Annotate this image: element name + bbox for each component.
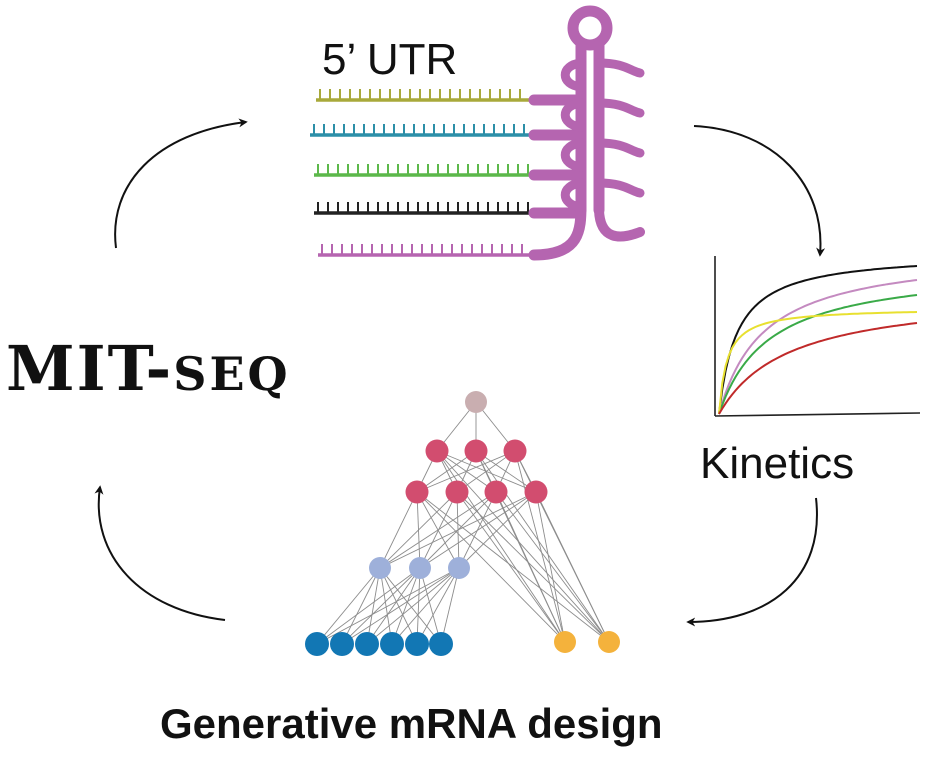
network-node-latent-3 (448, 557, 470, 579)
title-main: MIT- (6, 332, 174, 405)
network-node-condition-1 (554, 631, 576, 653)
utr-strand-2 (310, 124, 581, 141)
kinetics-curve-2 (718, 279, 918, 415)
network-edges (316, 401, 610, 645)
arrow-top-right (693, 125, 826, 257)
network-node-latent-1 (369, 557, 391, 579)
kinetics-curve-1 (718, 265, 918, 415)
title-mit-seq: MIT-SEQ (6, 338, 291, 400)
hairpin-bulge-3 (594, 138, 645, 158)
hairpin-loop (567, 5, 613, 51)
network-node-input-1 (305, 632, 329, 656)
network-node-hidden-b-2 (445, 480, 469, 504)
kinetics-curve-5 (718, 322, 918, 415)
caption-generative-mrna-design: Generative mRNA design (160, 700, 663, 747)
utr-strand-4 (314, 202, 581, 219)
kinetics-plot (714, 256, 921, 417)
network-node-hidden-a-2 (464, 439, 488, 463)
network-node-input-2 (330, 632, 354, 656)
network-node-input-4 (380, 632, 404, 656)
network-node-hidden-a-3 (503, 439, 527, 463)
network-nodes (305, 391, 620, 656)
hairpin-bulges (560, 58, 645, 242)
arrow-bottom-left (94, 485, 226, 621)
network-node-input-6 (429, 632, 453, 656)
network-node-top-1 (465, 391, 487, 413)
utr-label: 5’ UTR (322, 35, 458, 84)
network-node-input-5 (405, 632, 429, 656)
hairpin-bulge-4 (594, 178, 645, 198)
kinetics-label: Kinetics (700, 439, 855, 488)
hairpin-structure (560, 5, 645, 242)
arrow-top-left (114, 118, 248, 249)
hairpin-bulge-1 (594, 58, 645, 78)
arrow-bottom-right (686, 497, 818, 627)
title-small: SEQ (173, 347, 291, 401)
utr-strand-1 (316, 89, 581, 106)
network-node-hidden-a-1 (425, 439, 449, 463)
hairpin-bulge-2 (594, 98, 645, 118)
utr-strands (310, 89, 587, 261)
network-node-hidden-b-1 (405, 480, 429, 504)
kinetics-x-axis (714, 412, 921, 417)
network-node-hidden-b-4 (524, 480, 548, 504)
cycle-arrows (94, 118, 826, 627)
utr-strand-3 (314, 164, 581, 181)
kinetics-curve-4 (718, 311, 918, 415)
network-node-hidden-b-3 (484, 480, 508, 504)
network-node-latent-2 (409, 557, 431, 579)
network-node-input-3 (355, 632, 379, 656)
kinetics-curves (718, 265, 918, 415)
network-node-condition-2 (598, 631, 620, 653)
